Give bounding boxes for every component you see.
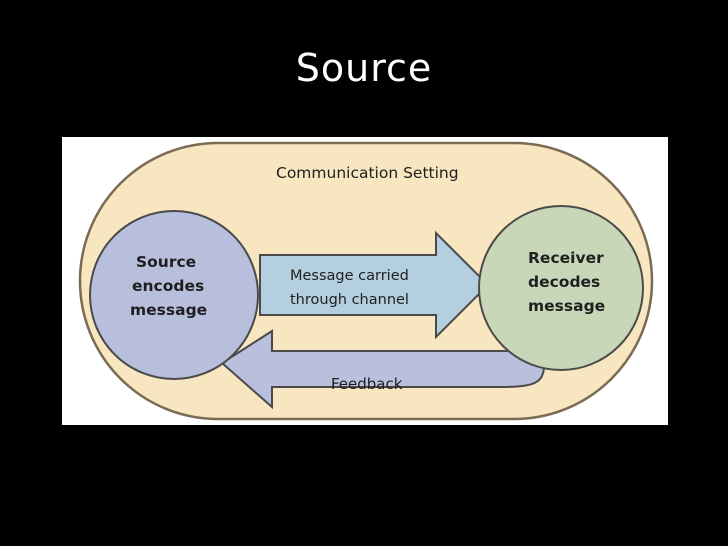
source-label-line3: message	[130, 301, 207, 319]
receiver-label-line1: Receiver	[528, 249, 604, 267]
source-label-line1: Source	[136, 253, 196, 271]
message-arrow-line2: through channel	[290, 292, 409, 308]
feedback-label: Feedback	[331, 375, 403, 393]
source-circle	[89, 210, 259, 380]
message-arrow	[259, 230, 490, 340]
source-label-line2: encodes	[132, 277, 204, 295]
receiver-label-line3: message	[528, 297, 605, 315]
receiver-label-line2: decodes	[528, 273, 600, 291]
communication-diagram: Communication Setting Feedback Source en…	[78, 141, 654, 421]
message-arrow-line1: Message carried	[290, 268, 409, 284]
slide-title: Source	[295, 46, 433, 90]
communication-setting-label: Communication Setting	[276, 164, 459, 182]
diagram-panel: Communication Setting Feedback Source en…	[62, 137, 668, 425]
receiver-circle	[478, 205, 644, 371]
